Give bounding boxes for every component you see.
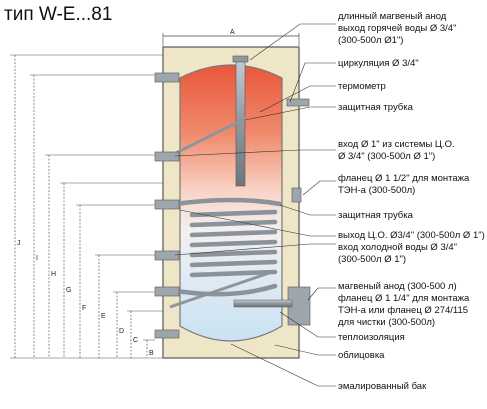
callout-flange-heater: фланец Ø 1 1/2" для монтажа ТЭН-а (300-5… <box>338 173 472 196</box>
dim-F: F <box>82 305 86 312</box>
side-connections <box>154 72 310 339</box>
top-outlet-fitting <box>232 55 249 63</box>
leader-lines <box>174 23 336 387</box>
dim-E: E <box>101 313 106 320</box>
dimension-ticks <box>10 54 163 359</box>
upper-diagonal-pipe <box>169 116 247 158</box>
dim-I: I <box>36 255 38 262</box>
callout-flange-bottom: магвеный анод (300-500 л) фланец Ø 1 1/4… <box>338 281 472 328</box>
dim-G: G <box>66 287 71 294</box>
callout-outputs: выход Ц.О. Ø3/4" (300-500л Ø 1") вход хо… <box>338 230 487 265</box>
callout-circulation: циркуляция Ø 3/4" <box>338 58 419 69</box>
callout-heating-in: вход Ø 1" из системы Ц.О. Ø 3/4" (300-50… <box>338 139 457 162</box>
dimension-labels: J I H G F E D C B <box>17 240 154 357</box>
heating-coil <box>167 197 283 297</box>
callout-thermometer: термометр <box>338 81 386 92</box>
callout-sleeve-mid: защитная трубка <box>338 210 414 221</box>
diagram-title: тип W-E...81 <box>4 4 113 25</box>
callout-tank: эмалированный бак <box>338 381 427 392</box>
heater-element <box>233 299 293 308</box>
callouts: длинный магвеный анод выход горячей воды… <box>338 11 487 392</box>
dimension-lines <box>14 55 148 358</box>
dim-A: A <box>230 29 235 36</box>
lower-diagonal-pipe <box>169 270 273 309</box>
dim-H: H <box>51 271 56 278</box>
callout-insulation: теплоизоляция <box>338 332 405 343</box>
dim-J: J <box>17 240 21 247</box>
callout-cladding: облицовка <box>338 350 385 361</box>
dim-D: D <box>119 328 124 335</box>
dim-B: B <box>149 350 154 357</box>
dim-C: C <box>133 337 138 344</box>
callout-anode-top: длинный магвеный анод выход горячей воды… <box>338 11 459 46</box>
callout-sleeve-top: защитная трубка <box>338 102 414 113</box>
